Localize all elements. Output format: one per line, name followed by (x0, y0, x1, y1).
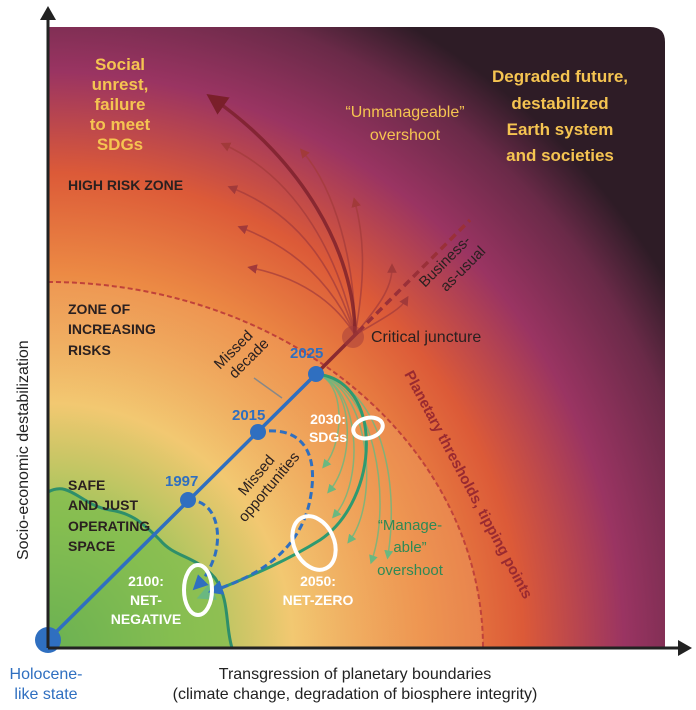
missed-opportunity-1997 (187, 498, 219, 591)
year-1997-label: 1997 (165, 473, 198, 490)
target-ring-2050 (290, 514, 338, 572)
target-2100-label: 2100:NET-NEGATIVE (111, 573, 182, 627)
business-as-usual-line (356, 218, 472, 334)
main-trajectory-blue (46, 376, 314, 642)
y-axis-label: Socio-economic destabilization (15, 340, 32, 560)
safe-operating-space (46, 487, 235, 650)
holocene-label: Holocene-like state (10, 666, 83, 703)
point-2025 (308, 366, 324, 382)
x-axis-label: Transgression of planetary boundaries(cl… (173, 666, 538, 703)
year-2025-label: 2025 (290, 345, 323, 362)
y-axis-arrow-icon (40, 6, 56, 20)
missed-opportunity-2015 (207, 429, 315, 595)
point-2015 (250, 424, 266, 440)
point-1997 (180, 492, 196, 508)
worst-case-arrow (206, 93, 357, 336)
target-ring-2030 (351, 415, 385, 441)
high-risk-zone-label: HIGH RISK ZONE (68, 177, 183, 193)
year-2015-label: 2015 (232, 407, 265, 424)
target-2030-label: 2030:SDGs (309, 411, 347, 445)
critical-juncture-label: Critical juncture (371, 329, 481, 346)
planetary-threshold-line (47, 281, 484, 649)
missed-decade-pointer (253, 377, 283, 399)
target-2050-label: 2050:NET-ZERO (283, 573, 354, 608)
manageable-overshoot-label: “Manage-able”overshoot (377, 517, 444, 579)
critical-juncture-marker (342, 326, 364, 348)
target-ring-2100 (182, 563, 214, 617)
unmanageable-overshoot-label: “Unmanageable”overshoot (345, 104, 464, 144)
x-axis-arrow-icon (678, 640, 692, 656)
